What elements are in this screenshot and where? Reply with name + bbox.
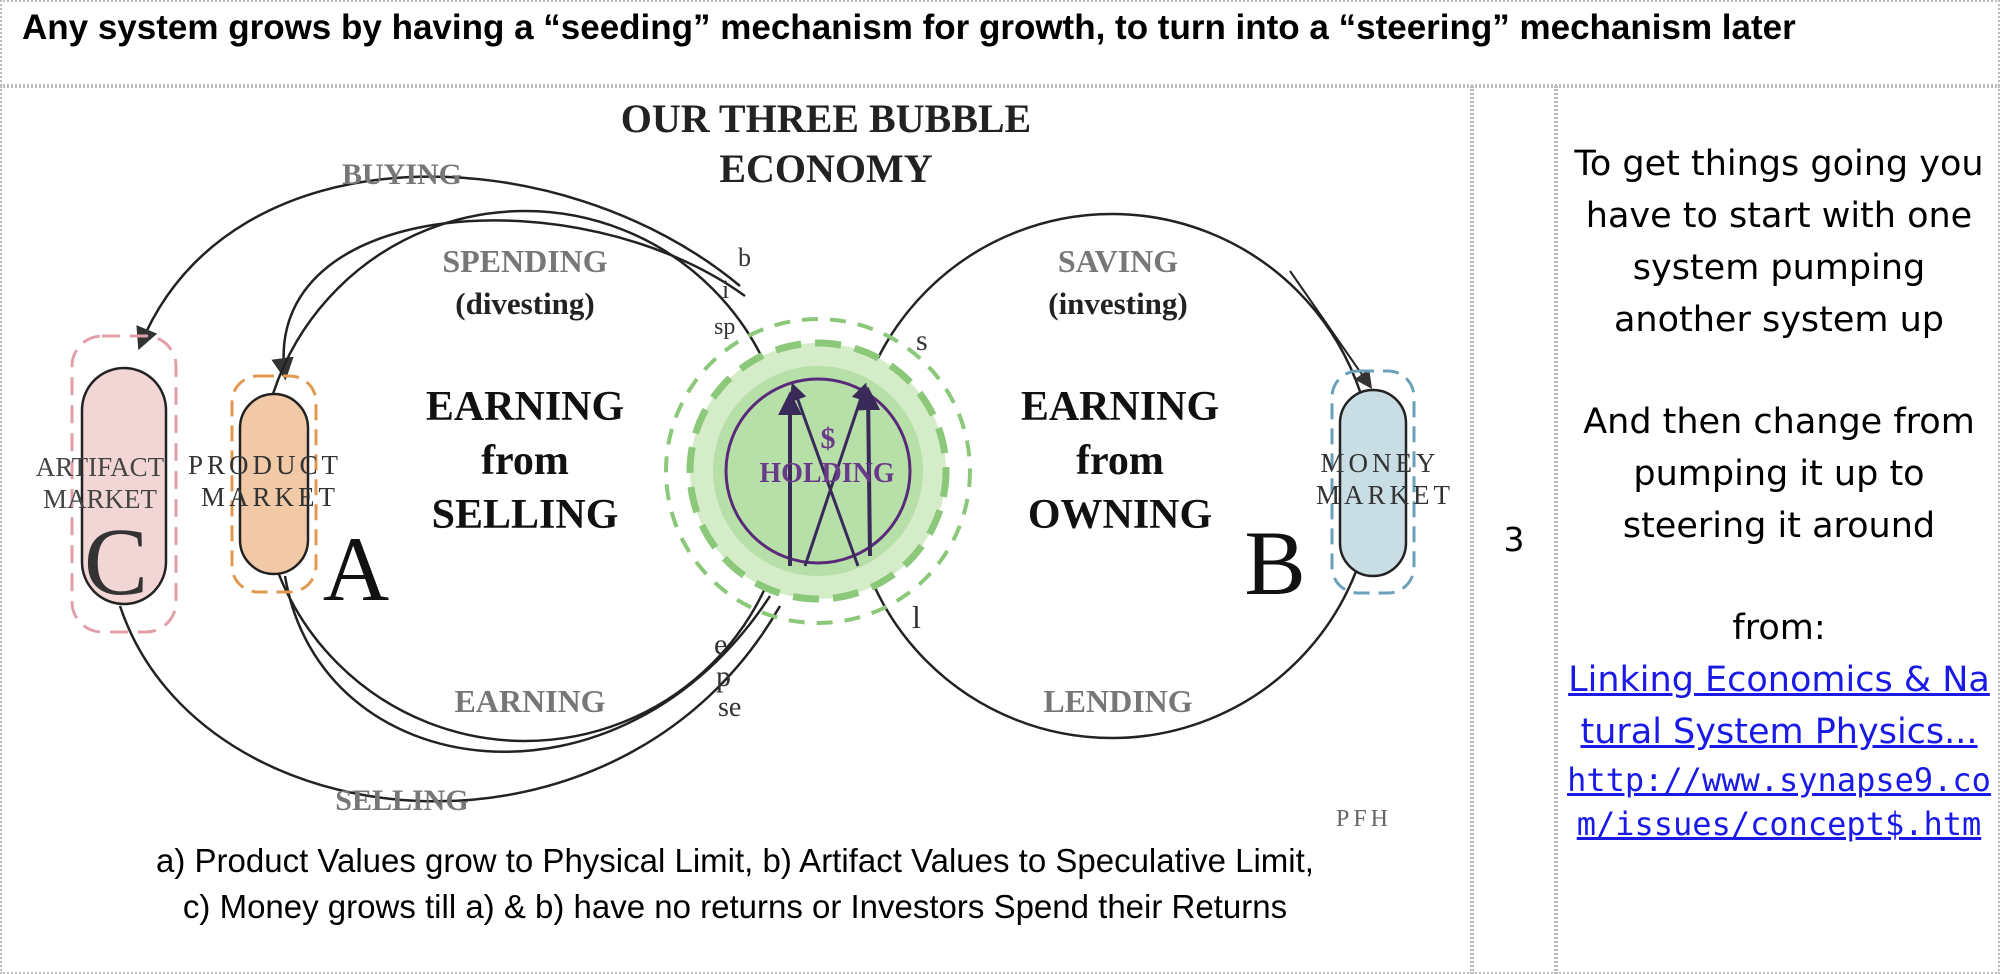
- handwritten-b: b: [738, 243, 751, 272]
- flow-label-earning: EARNING: [454, 683, 605, 719]
- market-letter-b: B: [1244, 512, 1305, 614]
- handwritten-se: se: [718, 692, 741, 723]
- holding-core: [724, 377, 912, 565]
- diagram-heading-2: ECONOMY: [719, 146, 932, 191]
- artifact-market-capsule: [80, 366, 168, 606]
- right-center-line-3: OWNING: [1028, 492, 1212, 538]
- product-market-label-1: PRODUCT: [188, 450, 342, 480]
- sidebar-notes: To get things going you have to start wi…: [1566, 138, 1992, 846]
- signature-pfh: PFH: [1336, 806, 1392, 832]
- diagram-frame: [0, 86, 1472, 974]
- diagram-caption-1: a) Product Values grow to Physical Limit…: [156, 842, 1314, 879]
- sidebar-para-1: To get things going you have to start wi…: [1574, 144, 1984, 340]
- flow-label-lending: LENDING: [1043, 683, 1192, 719]
- holding-label: HOLDING: [759, 458, 895, 489]
- right-center-line-1: EARNING: [1021, 384, 1219, 430]
- saving-arrow: [1289, 270, 1373, 389]
- holding-outer-ring: [664, 317, 972, 625]
- money-market-dashed: [1330, 369, 1416, 595]
- sidebar-frame: [1556, 86, 2000, 974]
- product-market-capsule: [238, 392, 310, 576]
- handwritten-l: l: [912, 599, 921, 635]
- holding-arrow-4: [789, 382, 860, 567]
- holding-arrow-3: [803, 382, 869, 567]
- handwritten-e: e: [714, 628, 727, 661]
- left-center-line-2: from: [481, 438, 569, 484]
- slide-number: 3: [1503, 520, 1525, 559]
- handwritten-s: s: [916, 324, 928, 357]
- money-market-label-1: MONEY: [1321, 448, 1440, 478]
- product-market-label-2: MARKET: [201, 482, 339, 512]
- artifact-market-label-1: ARTIFACT: [36, 452, 165, 482]
- product-market-dashed: [230, 374, 318, 594]
- flow-label-spending: SPENDING: [442, 243, 607, 279]
- flow-label-investing: (investing): [1048, 286, 1188, 321]
- sidebar-from-label: from:: [1732, 608, 1826, 648]
- flow-label-buying: BUYING: [342, 158, 462, 191]
- market-letter-a: A: [323, 518, 389, 620]
- money-market-label-2: MARKET: [1316, 480, 1454, 510]
- left-center-line-3: SELLING: [432, 492, 619, 538]
- slide-title: Any system grows by having a “seeding” m…: [22, 8, 1796, 47]
- right-center-line-2: from: [1076, 438, 1164, 484]
- source-link-url[interactable]: http://www.synapse9.com/issues/concept$.…: [1567, 761, 1991, 843]
- artifact-market-dashed: [70, 334, 178, 634]
- title-frame: [0, 0, 2000, 86]
- selling-loop-arc: [118, 605, 782, 803]
- three-bubble-diagram: $ HOLDING ARTIFACT MARKET C PRODUCT MARK…: [36, 96, 1454, 832]
- buying-loop-arc: [136, 175, 741, 351]
- slide-number-frame: [1472, 86, 1556, 974]
- money-market-capsule: [1338, 388, 1408, 578]
- flow-label-saving: SAVING: [1058, 243, 1178, 279]
- handwritten-p: p: [716, 660, 731, 693]
- diagram-caption-2: c) Money grows till a) & b) have no retu…: [182, 888, 1288, 925]
- source-link-title[interactable]: Linking Economics & Natural System Physi…: [1568, 660, 1990, 752]
- market-letter-c: C: [84, 508, 148, 615]
- diagram-heading-1: OUR THREE BUBBLE: [621, 96, 1032, 141]
- handwritten-sp: sp: [714, 314, 735, 340]
- left-center-line-1: EARNING: [426, 384, 624, 430]
- handwritten-i: i: [722, 275, 729, 304]
- holding-arrow-2: [856, 386, 881, 557]
- sidebar-para-2: And then change from pumping it up to st…: [1583, 402, 1975, 546]
- holding-dollar-sign: $: [821, 422, 836, 455]
- flow-label-divesting: (divesting): [455, 286, 595, 321]
- flow-label-selling: SELLING: [335, 784, 468, 817]
- artifact-market-label-2: MARKET: [43, 484, 158, 514]
